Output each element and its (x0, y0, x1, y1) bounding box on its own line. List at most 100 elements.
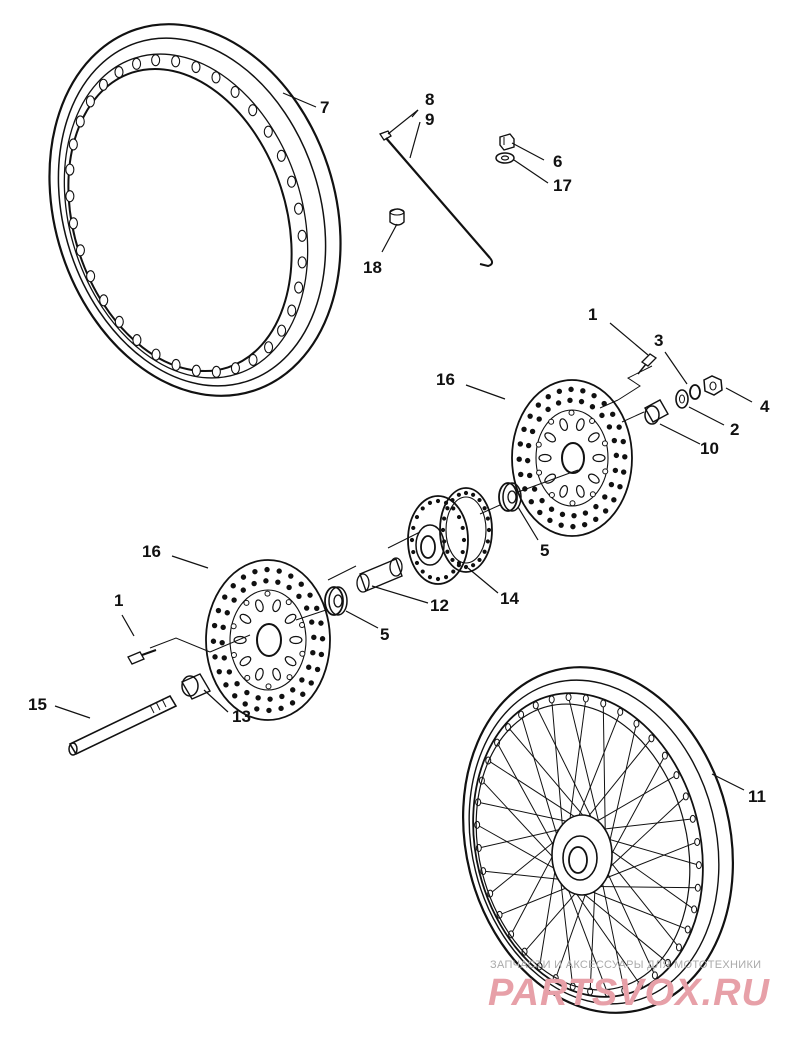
rotor-hole (516, 456, 522, 462)
rotor-hole (310, 650, 316, 656)
rotor-drill-holes (210, 566, 326, 714)
hub-hole (463, 490, 469, 496)
callout-7: 7 (320, 98, 329, 117)
rotor-slot (284, 613, 297, 624)
callout-labels: 7 8 9 6 17 18 1 3 16 4 2 10 5 16 14 1 12… (28, 90, 770, 806)
spoke-nipple (684, 925, 691, 934)
rotor-bolt-hole (601, 440, 608, 447)
washer-part-17 (495, 152, 515, 164)
rotor-hole (306, 664, 312, 670)
hub-hole (456, 492, 461, 497)
rotor-slot (284, 656, 297, 667)
rim-hole (65, 163, 75, 176)
rim-hole (99, 294, 109, 307)
rotor-hole (211, 622, 218, 629)
rotor-hole (622, 454, 628, 460)
bearing-part-5-left (324, 586, 348, 616)
rotor-hole (593, 516, 599, 523)
rotor-bolt-hole (548, 418, 555, 425)
rotor-hole (620, 438, 626, 445)
rotor-hole (602, 508, 609, 514)
rotor-hole (216, 668, 222, 675)
spoke (605, 856, 680, 948)
rim-hole (191, 61, 201, 74)
rotor-hole (300, 691, 306, 697)
callout-11: 11 (748, 787, 766, 806)
rim-hole (211, 365, 221, 378)
rotor-hole (289, 700, 296, 706)
rotor-hole (537, 509, 543, 516)
hub-hole (443, 500, 449, 506)
rotor-hole (296, 593, 302, 599)
rotor-hole (288, 573, 294, 579)
rotor-slots (230, 590, 306, 690)
spoke (599, 796, 687, 878)
sleeve-part-12 (356, 557, 403, 593)
rotor-hole (298, 581, 304, 587)
hub-hole (427, 574, 433, 580)
hub-hole (414, 560, 420, 566)
lockwasher-part-3 (689, 384, 701, 400)
rotor-hole (230, 583, 236, 589)
rotor-hole (521, 426, 527, 433)
spoke-nipple (694, 837, 701, 846)
hub-hole (486, 527, 492, 533)
rotor-hole (613, 452, 620, 459)
hub-spoke-holes (409, 490, 492, 582)
rim-hole (230, 85, 240, 98)
rotor-hole (226, 669, 233, 675)
rim-hole (114, 315, 124, 328)
rotor-hole (308, 680, 314, 686)
rim-hole (230, 362, 240, 375)
spoke (535, 705, 599, 832)
spoke-nipple (518, 710, 525, 719)
rotor-hole (593, 503, 599, 510)
rim-hole (294, 281, 304, 294)
rotor-hole (234, 681, 240, 687)
hub-hole (471, 563, 476, 568)
spoke-nipple (664, 958, 671, 967)
rim-hole (264, 341, 274, 354)
spoke-nipple (582, 694, 589, 703)
rotor-hole (275, 579, 281, 585)
hub-hole (414, 514, 420, 520)
rotor-hole (231, 597, 237, 603)
spoke (605, 723, 637, 859)
rotor-bolt-hole (589, 418, 596, 425)
rotor-hole (529, 428, 536, 435)
rotor-bolt-hole (568, 409, 575, 416)
hub-hole (420, 569, 425, 574)
rim-hole (171, 358, 181, 371)
rotor-hole (219, 639, 225, 646)
rotor-slot (587, 473, 600, 484)
rotor-slot (289, 635, 303, 645)
rotor-hole (556, 388, 563, 395)
spoke-nipple (648, 734, 655, 743)
rotor-hole (536, 416, 542, 422)
rotor-hole (539, 497, 545, 504)
spoke-nipple (633, 719, 640, 728)
grommet-part-18 (389, 208, 405, 226)
rim-hole (75, 115, 85, 128)
callout-12: 12 (430, 596, 449, 615)
rotor-hole (608, 481, 615, 488)
rim-hole (297, 229, 307, 242)
rotor-hole (242, 701, 248, 707)
spoke (551, 699, 564, 836)
rotor-slot (538, 453, 552, 463)
rotor-hole (279, 693, 285, 700)
spoke (487, 760, 586, 824)
rim-hole (211, 71, 221, 84)
hub-hole (445, 549, 450, 554)
rotor-hole (559, 511, 566, 518)
callout-10: 10 (700, 439, 719, 458)
hub-hole (442, 539, 447, 544)
rim-hole (132, 57, 142, 70)
hub-hole (482, 506, 487, 511)
rotor-bolt-hole (243, 599, 250, 606)
rim-hole (114, 66, 124, 79)
rotor-hole (266, 707, 272, 714)
callout-9: 9 (425, 110, 434, 129)
hub-hole (411, 525, 416, 531)
